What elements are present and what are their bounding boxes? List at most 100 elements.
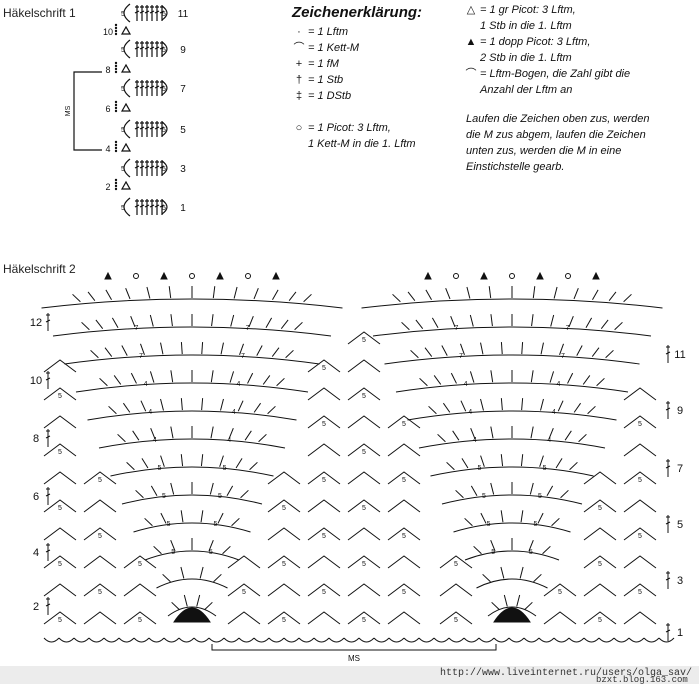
arc-label: 4	[148, 409, 152, 416]
foundation-arc	[103, 637, 120, 643]
net-chain	[307, 499, 341, 513]
net-chain	[543, 583, 577, 597]
fan-stitch	[276, 377, 285, 387]
triangle-filled-symbol: ▲	[465, 36, 477, 48]
net-label: 5	[98, 589, 102, 596]
net-label: 5	[454, 617, 458, 624]
net-label: 5	[58, 617, 62, 624]
fan-stitch	[201, 342, 204, 355]
net-chain	[267, 527, 301, 541]
legend-item-chain-arc: ⌒= Lftm-Bogen, die Zahl gibt die	[462, 66, 631, 82]
net-chain	[83, 555, 117, 569]
arc-label: 7	[134, 325, 138, 332]
fan-stitch	[210, 426, 214, 439]
fan-stitch	[272, 289, 279, 300]
fan-stitch	[132, 430, 140, 441]
fan-stitch	[549, 371, 555, 383]
chain-count: 5	[121, 47, 125, 54]
foundation-arc	[313, 637, 330, 643]
legend-item-lftm: ·= 1 Lftm	[290, 24, 359, 40]
fan-stitch	[126, 461, 135, 471]
dot-symbol: ·	[297, 26, 301, 38]
net-chain	[347, 471, 381, 485]
foundation-arc	[88, 637, 105, 643]
fan-row-arc	[372, 326, 652, 337]
fan-stitch	[160, 455, 165, 467]
fan-row-arc	[64, 354, 320, 365]
net-chain	[43, 415, 77, 429]
fan-stitch	[141, 458, 149, 469]
arc-label: 7	[454, 325, 458, 332]
row-number: 9	[180, 45, 186, 56]
row-number-left: 8	[33, 433, 39, 445]
net-label: 5	[98, 477, 102, 484]
net-chain	[623, 583, 657, 597]
foundation-arc	[643, 637, 660, 643]
net-label: 5	[138, 561, 142, 568]
foundation-arc	[133, 637, 150, 643]
fan-stitch	[488, 286, 492, 299]
net-chain	[387, 499, 421, 513]
fan-stitch	[233, 286, 238, 299]
fan-stitch	[253, 288, 259, 300]
fan-stitch	[480, 512, 487, 524]
foundation-arc	[73, 637, 90, 643]
fan-stitch	[540, 398, 544, 411]
fan-stitch	[280, 319, 289, 329]
net-chain	[43, 443, 77, 457]
fan-stitch	[196, 594, 201, 607]
fan-stitch	[529, 482, 534, 495]
net-label: 5	[58, 561, 62, 568]
legend-title: Zeichenerklärung:	[292, 4, 423, 21]
chain-dot	[114, 61, 118, 65]
fan-stitch	[256, 345, 263, 356]
arc-label: 5	[477, 465, 481, 472]
fan-stitch	[231, 517, 240, 527]
row-number-left: 12	[30, 317, 42, 329]
chain-dot	[114, 67, 118, 71]
chain-dot	[114, 64, 118, 68]
net-chain	[123, 611, 157, 625]
row-number-right: 9	[677, 405, 683, 417]
net-chain	[439, 611, 473, 625]
fan-stitch	[532, 286, 536, 299]
chain-dot	[114, 29, 118, 33]
fan-stitch	[587, 405, 596, 415]
fan-stitch	[539, 455, 544, 467]
fan-stitch	[170, 314, 173, 327]
net-chain	[623, 527, 657, 541]
net-label: 5	[402, 533, 406, 540]
fan-stitch	[244, 430, 252, 441]
arc-label: 5	[209, 549, 213, 556]
legend-item-stb: †= 1 Stb	[290, 72, 359, 88]
arc-label: 7	[459, 353, 463, 360]
fan-stitch	[560, 489, 569, 499]
net-chain	[43, 611, 77, 625]
fan-stitch	[437, 433, 446, 443]
fan-stitch	[108, 405, 117, 415]
net-chain	[267, 555, 301, 569]
net-label: 5	[322, 365, 326, 372]
picot-circle	[565, 273, 571, 279]
net-chain	[623, 499, 657, 513]
repeat-label-bottom: MS	[348, 654, 360, 663]
fan-row-arc	[167, 606, 217, 617]
net-label: 5	[362, 561, 366, 568]
net-chain	[347, 611, 381, 625]
net-chain	[43, 527, 77, 541]
legend-item-dopp-picot: ▲= 1 dopp Picot: 3 Lftm,	[462, 34, 630, 50]
stitch-slash	[154, 10, 160, 14]
chain-dot	[114, 178, 118, 182]
foundation-arc	[58, 637, 75, 643]
double-picot-triangle	[216, 271, 224, 280]
fan-stitch	[146, 286, 151, 299]
stitch-slash	[134, 85, 140, 89]
large-picot-triangle	[120, 102, 132, 112]
arc-label: 5	[157, 465, 161, 472]
stitch-slash	[154, 85, 160, 89]
stitch-slash	[139, 165, 145, 169]
chain-arc	[123, 3, 131, 23]
foundation-arc	[583, 637, 600, 643]
foundation-arc	[238, 637, 255, 643]
double-picot-triangle	[104, 271, 112, 280]
